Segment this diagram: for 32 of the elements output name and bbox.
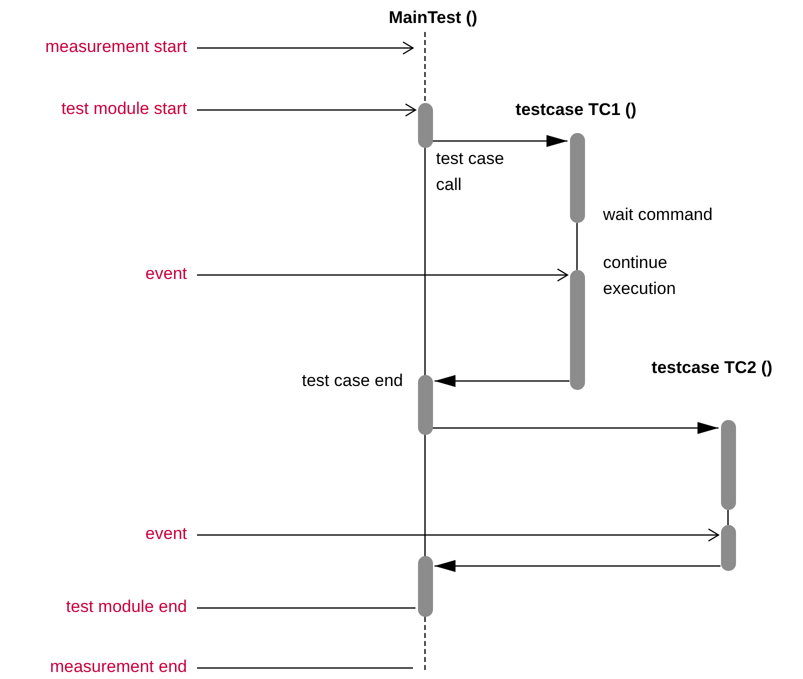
lifeline-title: testcase TC2 () bbox=[652, 358, 772, 378]
line bbox=[576, 223, 578, 270]
lifeline-title: testcase TC1 () bbox=[516, 100, 636, 120]
arrow bbox=[197, 528, 720, 542]
note-label: continue execution bbox=[603, 252, 677, 300]
activation-bar bbox=[418, 375, 432, 435]
activation-bar bbox=[720, 525, 736, 571]
edge-label: test case end bbox=[302, 370, 403, 392]
activation-bar bbox=[570, 270, 584, 390]
line bbox=[727, 510, 729, 525]
activation-bar bbox=[418, 103, 432, 148]
arrow bbox=[434, 375, 570, 387]
arrow bbox=[197, 268, 568, 282]
arrow bbox=[432, 135, 568, 147]
event-label: test module end bbox=[66, 596, 187, 618]
line bbox=[197, 607, 416, 609]
arrow bbox=[197, 41, 414, 55]
arrow bbox=[434, 560, 720, 572]
event-label: measurement end bbox=[50, 656, 187, 678]
event-label: test module start bbox=[61, 98, 187, 120]
arrow bbox=[197, 103, 416, 117]
activation-bar bbox=[720, 420, 736, 510]
activation-bar bbox=[418, 556, 432, 617]
line bbox=[197, 667, 413, 669]
arrow bbox=[432, 422, 718, 434]
lifeline-title: MainTest () bbox=[388, 8, 478, 28]
event-label: measurement start bbox=[45, 36, 187, 58]
event-label: event bbox=[145, 523, 187, 545]
activation-bar bbox=[570, 133, 584, 223]
note-label: wait command bbox=[603, 204, 713, 226]
event-label: event bbox=[145, 263, 187, 285]
edge-label: test case call bbox=[436, 148, 506, 196]
